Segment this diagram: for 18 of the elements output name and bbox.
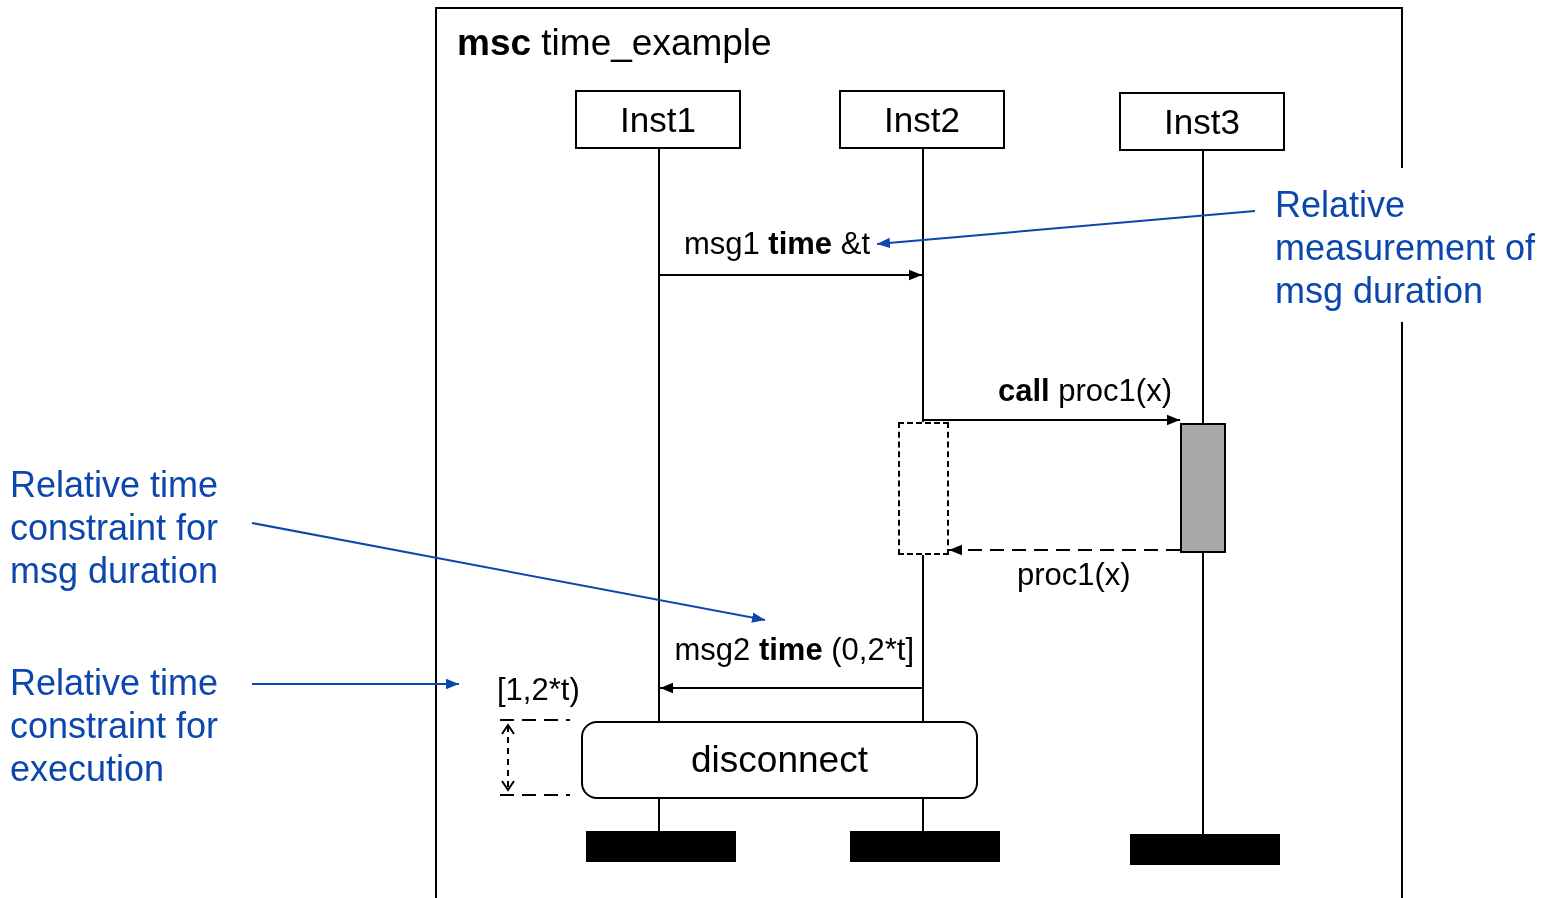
- stop-bar: [1130, 834, 1280, 865]
- reply-arrow: [948, 544, 1181, 556]
- instance-box: Inst1: [575, 90, 741, 149]
- leader-arrow: [251, 522, 766, 623]
- leader-arrow: [251, 678, 460, 690]
- suspension-region: [898, 422, 949, 555]
- instance-box: Inst2: [839, 90, 1005, 149]
- stop-bar: [850, 831, 1000, 862]
- frame-title: msc time_example: [457, 22, 772, 64]
- message-arrow: [923, 414, 1181, 426]
- activation-bar: [1180, 423, 1226, 553]
- leader-arrow: [876, 210, 1256, 249]
- instance-box: Inst3: [1119, 92, 1285, 151]
- stop-bar: [586, 831, 736, 862]
- message-arrow: [659, 682, 923, 694]
- action-box: disconnect: [581, 721, 978, 799]
- message-arrow: [659, 269, 923, 281]
- time-constraint-label: [1,2*t): [459, 672, 589, 708]
